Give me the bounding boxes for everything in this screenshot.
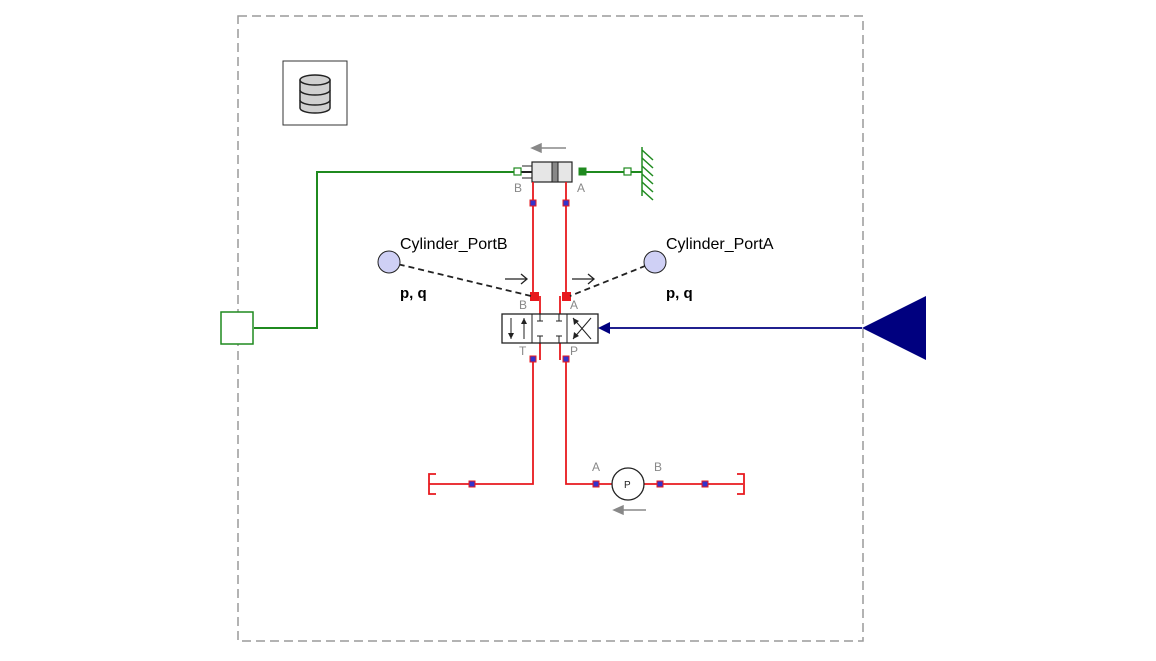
database-icon[interactable]: [282, 60, 348, 126]
arrow-right-icon: [505, 273, 529, 285]
arrow-head-icon: [598, 322, 610, 334]
pump-port-a-label: A: [592, 460, 600, 474]
valve-port-p-label: P: [570, 344, 578, 358]
sensor-b-name: Cylinder_PortB: [400, 236, 508, 253]
directional-valve-icon[interactable]: [501, 313, 599, 344]
sensor-cylinder-port-a[interactable]: [569, 250, 667, 297]
arrow-left-icon: [612, 504, 646, 516]
arrow-left-icon: [530, 142, 566, 154]
sensor-cylinder-port-b[interactable]: [377, 250, 532, 297]
hydraulic-port: [468, 199, 709, 488]
pump-icon[interactable]: [611, 467, 645, 501]
sensor-a-name: Cylinder_PortA: [666, 236, 774, 253]
sensor-a-quantity: p, q: [666, 285, 693, 302]
mechanical-ground-icon: [641, 147, 654, 201]
valve-port-b-label: B: [519, 298, 527, 312]
flange-connector-icon[interactable]: [220, 311, 254, 345]
sensor-b-quantity: p, q: [400, 285, 427, 302]
cylinder-port-a-label: A: [577, 181, 585, 195]
cylinder-port-b-label: B: [514, 181, 522, 195]
arrow-right-icon: [572, 273, 596, 285]
mechanical-line: [254, 171, 642, 329]
valve-port-a-label: A: [570, 298, 578, 312]
hydraulic-cylinder-icon[interactable]: [513, 161, 632, 183]
pump-port-b-label: B: [654, 460, 662, 474]
valve-port-t-label: T: [519, 344, 527, 358]
signal-input-triangle-icon[interactable]: [862, 296, 926, 360]
pump-symbol-label: P: [624, 480, 631, 491]
